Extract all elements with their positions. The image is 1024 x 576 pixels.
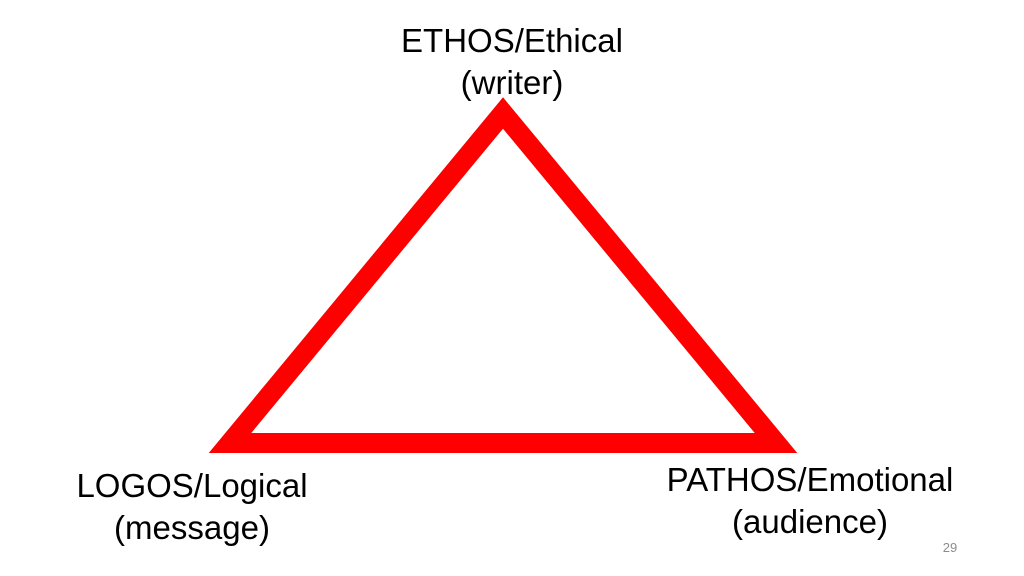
triangle-outline: [208, 97, 798, 453]
pathos-label: PATHOS/Emotional (audience): [640, 459, 980, 543]
logos-label: LOGOS/Logical (message): [42, 465, 342, 549]
ethos-subtitle: (writer): [460, 64, 564, 101]
logos-title: LOGOS/Logical: [76, 467, 308, 504]
ethos-label: ETHOS/Ethical (writer): [362, 20, 662, 104]
slide-number: 29: [942, 540, 958, 555]
ethos-title: ETHOS/Ethical: [401, 22, 623, 59]
pathos-title: PATHOS/Emotional: [666, 461, 954, 498]
logos-subtitle: (message): [114, 509, 270, 546]
pathos-subtitle: (audience): [732, 503, 888, 540]
